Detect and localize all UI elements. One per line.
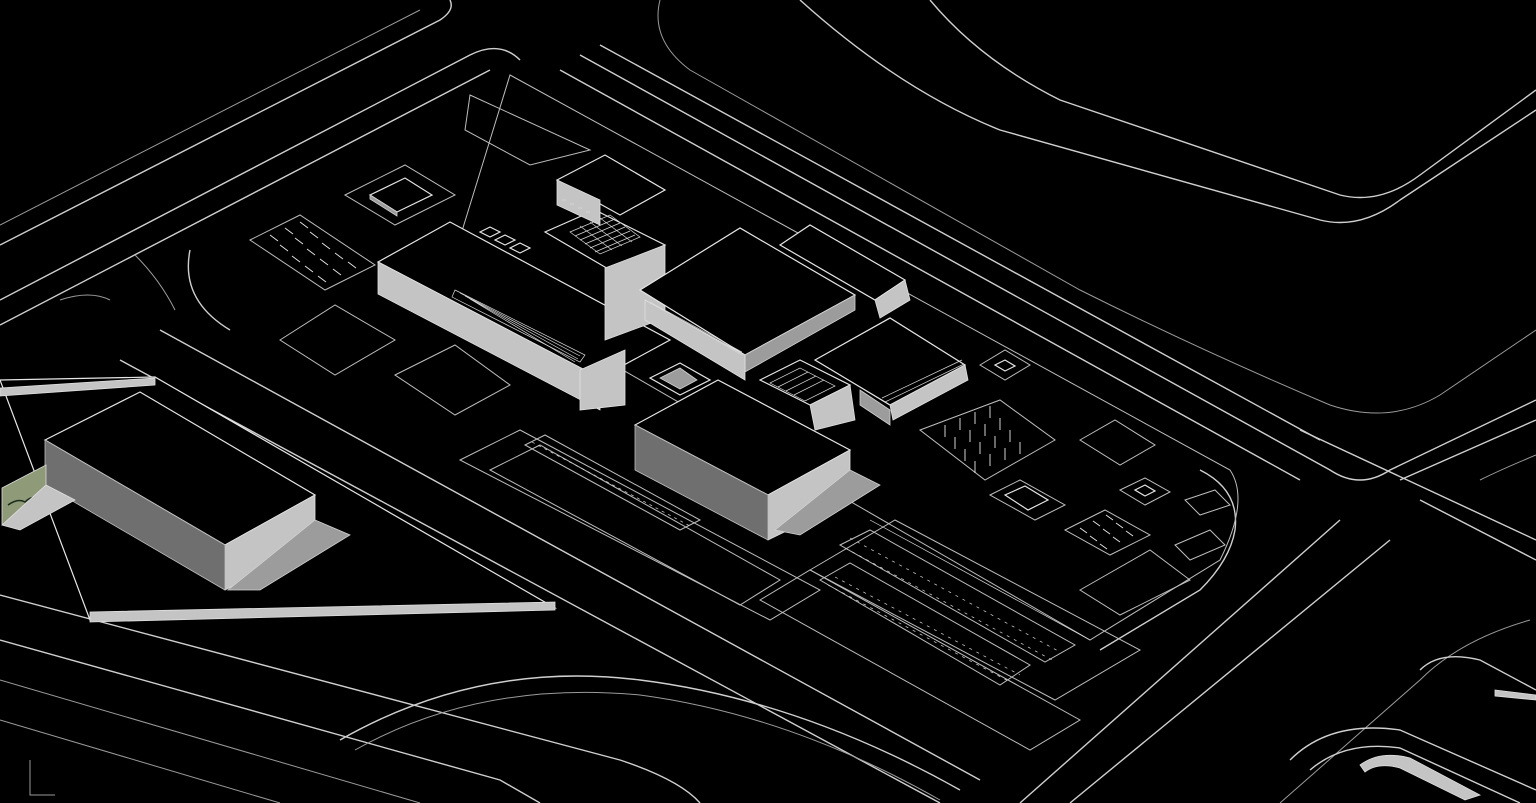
tree-grid-east bbox=[918, 399, 1056, 481]
axis-gizmo-icon bbox=[29, 760, 55, 796]
kiosk-southeast bbox=[1118, 477, 1172, 506]
roundabout-southeast bbox=[1289, 655, 1536, 803]
parking-lot-east bbox=[808, 519, 1142, 701]
pavilion-east bbox=[988, 479, 1067, 521]
site-boundary bbox=[279, 74, 1239, 751]
tree-grid-west bbox=[249, 214, 376, 291]
billboard-sign bbox=[1, 464, 76, 531]
pavilion-northwest bbox=[343, 164, 457, 226]
west-large-block bbox=[0, 376, 558, 623]
kiosk-east bbox=[979, 349, 1031, 381]
tree-grid-southeast bbox=[1063, 509, 1152, 556]
main-building-complex bbox=[376, 154, 969, 541]
parking-lot-south bbox=[523, 434, 702, 531]
